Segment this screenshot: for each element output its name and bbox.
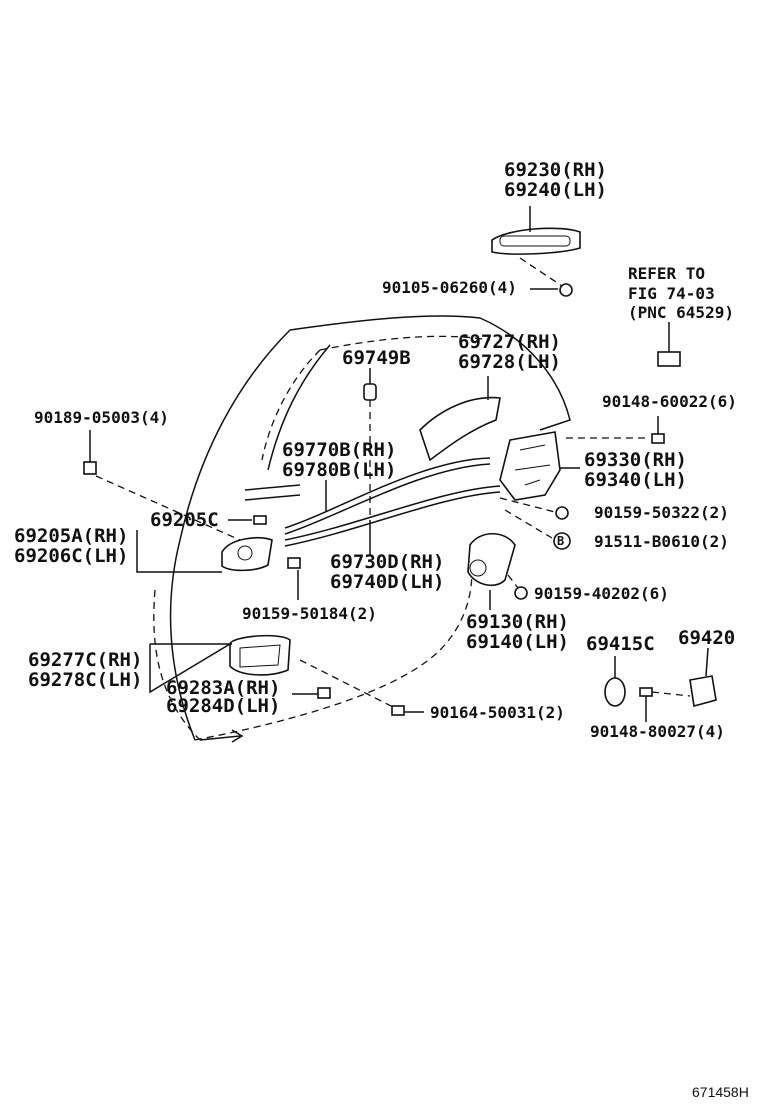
cable-770-part (284, 457, 491, 529)
lock-assembly-part (499, 431, 561, 501)
inner-handle-part (221, 536, 273, 572)
clip-500-part (83, 461, 97, 475)
label-cable-770-1: 69770B(RH) (282, 439, 397, 461)
label-refer-3: (PNC 64529) (628, 303, 734, 322)
outer-handle-part (491, 227, 581, 255)
door-sill (244, 484, 301, 501)
label-lock-assy-1: 69330(RH) (584, 449, 687, 471)
label-control-link-1: 69727(RH) (458, 331, 561, 353)
bezel-part (229, 634, 291, 676)
label-cylinder-2: 69140(LH) (466, 631, 569, 653)
door-inner-line (267, 344, 331, 471)
label-clip-500: 90189-05003(4) (34, 408, 169, 427)
label-inner-handle-2: 69206C(LH) (14, 545, 129, 567)
outer-handle-bolt-part (559, 283, 573, 297)
label-screw-501: 90159-50184(2) (242, 604, 377, 623)
label-cylinder-1: 69130(RH) (466, 611, 569, 633)
label-refer-2: FIG 74-03 (628, 284, 715, 303)
control-link-part (419, 396, 501, 462)
screw-800-part (639, 687, 653, 697)
label-bezel-cover-1: 69283A(RH) (166, 677, 281, 699)
label-bezel-1: 69277C(RH) (28, 649, 143, 671)
screw-402-part (514, 586, 528, 600)
label-cable-730-1: 69730D(RH) (330, 551, 445, 573)
label-cable-770-2: 69780B(LH) (282, 459, 397, 481)
label-control-link-2: 69728(LH) (458, 351, 561, 373)
cable-730-part (284, 485, 501, 541)
screw-600-part (651, 433, 665, 444)
label-b-marker: B (557, 534, 565, 548)
part-420 (689, 675, 717, 708)
label-part-420: 69420 (678, 627, 736, 649)
label-outer-handle-1: 69230(RH) (504, 159, 607, 181)
clip-205c-part (253, 515, 267, 525)
door-outline-left (169, 329, 291, 741)
label-inner-handle-1: 69205A(RH) (14, 525, 129, 547)
label-part-415: 69415C (586, 633, 655, 655)
bezel-cover-part (317, 687, 331, 699)
label-outer-handle-2: 69240(LH) (504, 179, 607, 201)
screw-500-part (391, 705, 405, 716)
part-415 (604, 677, 626, 707)
label-lock-assy-2: 69340(LH) (584, 469, 687, 491)
refer-part (657, 351, 681, 367)
door-arrow (199, 729, 244, 743)
label-bolt-b06: 91511-B0610(2) (594, 532, 729, 551)
figure-code: 671458H (692, 1084, 749, 1100)
label-bezel-cover-2: 69284D(LH) (166, 695, 281, 717)
cylinder-part (467, 532, 516, 587)
label-screw-503: 90159-50322(2) (594, 503, 729, 522)
screw-503-part (555, 506, 569, 520)
label-clip-749: 69749B (342, 347, 411, 369)
label-refer-1: REFER TO (628, 264, 706, 283)
label-clip-205c: 69205C (150, 509, 219, 531)
label-screw-500: 90164-50031(2) (430, 703, 565, 722)
b-marker-part (553, 532, 571, 550)
label-outer-handle-bolt: 90105-06260(4) (382, 278, 517, 297)
label-bezel-2: 69278C(LH) (28, 669, 143, 691)
label-screw-600: 90148-60022(6) (602, 392, 737, 411)
door-window-frame (261, 335, 491, 461)
door-outline (289, 315, 571, 431)
clip-749-part (363, 383, 377, 401)
door-outline-lower (194, 559, 473, 741)
screw-501-part (287, 557, 301, 569)
label-screw-402: 90159-40202(6) (534, 584, 669, 603)
door-lower-edge (153, 589, 201, 741)
label-cable-730-2: 69740D(LH) (330, 571, 445, 593)
label-screw-800: 90148-80027(4) (590, 722, 725, 741)
